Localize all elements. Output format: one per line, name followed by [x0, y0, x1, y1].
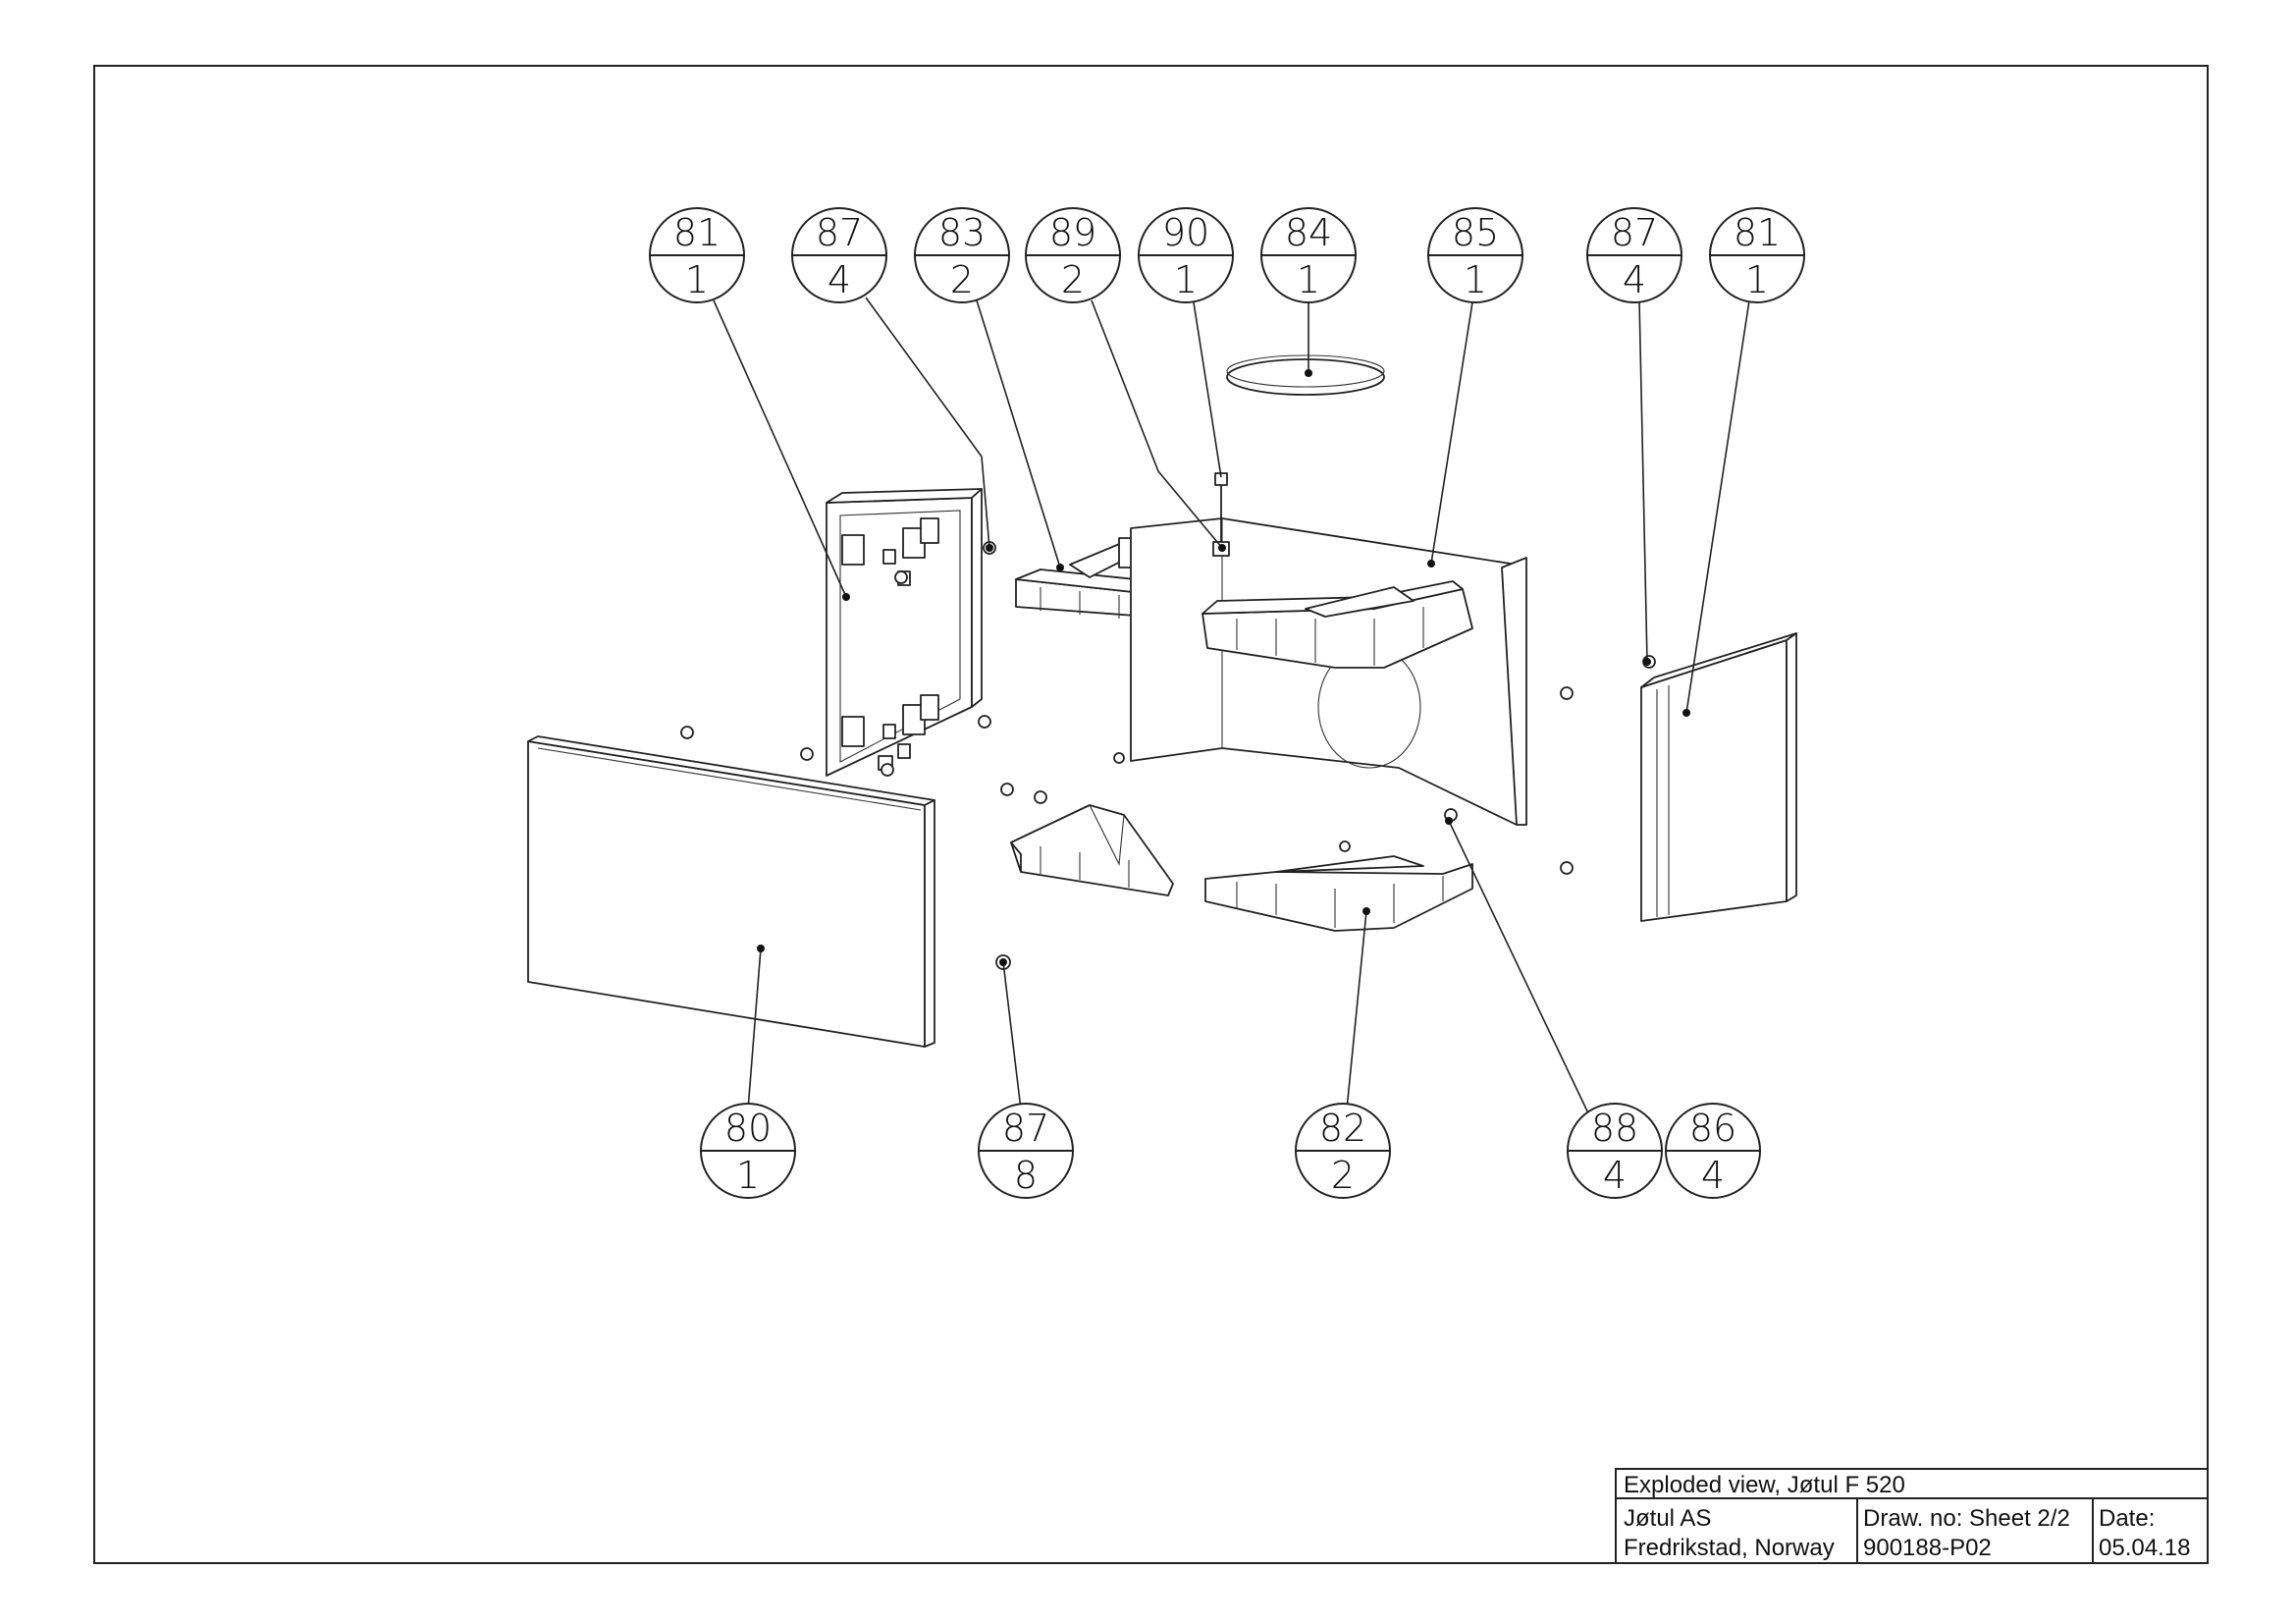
balloon-item-87: 874 — [1586, 207, 1682, 303]
balloon-item-number: 85 — [1452, 211, 1499, 254]
balloon-item-90: 901 — [1138, 207, 1234, 303]
balloon-quantity: 1 — [1297, 258, 1320, 301]
balloon-quantity: 2 — [1331, 1154, 1355, 1197]
title-block-title: Exploded view, Jøtul F 520 — [1624, 1472, 1905, 1498]
balloon-quantity: 1 — [685, 258, 709, 301]
balloon-item-number: 87 — [1002, 1107, 1049, 1150]
balloon-item-number: 89 — [1049, 211, 1096, 254]
leader-dots — [757, 369, 1690, 966]
title-block-date: 05.04.18 — [2099, 1535, 2190, 1561]
part-85-rear-plate — [1130, 517, 1527, 826]
leader-lines — [713, 297, 1750, 1118]
part-85-top-bracket — [1201, 580, 1473, 669]
balloon-quantity: 4 — [1623, 258, 1646, 301]
balloon-item-number: 81 — [673, 211, 721, 254]
balloon-item-number: 82 — [1319, 1107, 1366, 1150]
balloon-item-81: 811 — [1709, 207, 1805, 303]
title-block-draw-no: 900188-P02 — [1863, 1535, 1992, 1561]
balloon-item-87: 878 — [978, 1103, 1074, 1199]
balloon-item-88: 884 — [1567, 1103, 1663, 1199]
balloon-item-number: 87 — [816, 211, 863, 254]
title-block-date-label: Date: — [2099, 1505, 2155, 1532]
part-81-left-side-frame — [826, 488, 983, 777]
title-block-company: Jøtul AS — [1624, 1505, 1711, 1532]
balloon-quantity: 2 — [1061, 258, 1085, 301]
balloon-item-87: 874 — [791, 207, 887, 303]
balloon-quantity: 8 — [1014, 1154, 1038, 1197]
balloon-quantity: 1 — [1174, 258, 1198, 301]
item-balloons: 8118748328929018418518748118018788228848… — [649, 207, 1805, 1199]
part-82-lower-bracket-right — [1204, 855, 1473, 932]
balloon-quantity: 4 — [1701, 1154, 1725, 1197]
balloon-item-number: 88 — [1591, 1107, 1638, 1150]
balloon-item-82: 822 — [1295, 1103, 1391, 1199]
balloon-quantity: 1 — [1745, 258, 1769, 301]
title-block: Exploded view, Jøtul F 520 Jøtul AS Fred… — [1615, 1468, 2209, 1564]
balloon-item-number: 87 — [1611, 211, 1658, 254]
part-80-front-panel — [527, 735, 935, 1048]
title-block-draw-no-label: Draw. no: Sheet 2/2 — [1863, 1505, 2070, 1532]
balloon-quantity: 4 — [828, 258, 851, 301]
balloon-quantity: 4 — [1603, 1154, 1627, 1197]
balloon-item-number: 84 — [1285, 211, 1332, 254]
balloon-item-number: 81 — [1734, 211, 1781, 254]
balloon-item-85: 851 — [1427, 207, 1523, 303]
drawing-frame — [93, 65, 2209, 1564]
balloon-quantity: 2 — [950, 258, 974, 301]
balloon-item-80: 801 — [700, 1103, 796, 1199]
balloon-item-89: 892 — [1025, 207, 1121, 303]
balloon-item-86: 864 — [1665, 1103, 1761, 1199]
fasteners — [680, 541, 1656, 970]
part-90-bolt — [1212, 472, 1230, 557]
part-82-lower-bracket-left — [1010, 804, 1174, 896]
balloon-item-number: 80 — [724, 1107, 772, 1150]
part-81-right-side-panel — [1640, 632, 1797, 922]
title-block-location: Fredrikstad, Norway — [1624, 1535, 1835, 1561]
balloon-quantity: 1 — [1464, 258, 1487, 301]
balloon-item-number: 86 — [1689, 1107, 1736, 1150]
balloon-item-83: 832 — [914, 207, 1010, 303]
balloon-item-number: 90 — [1162, 211, 1209, 254]
balloon-item-81: 811 — [649, 207, 745, 303]
balloon-item-number: 83 — [938, 211, 986, 254]
balloon-quantity: 1 — [736, 1154, 760, 1197]
balloon-item-84: 841 — [1260, 207, 1357, 303]
part-84-cover-plate — [1226, 354, 1385, 396]
